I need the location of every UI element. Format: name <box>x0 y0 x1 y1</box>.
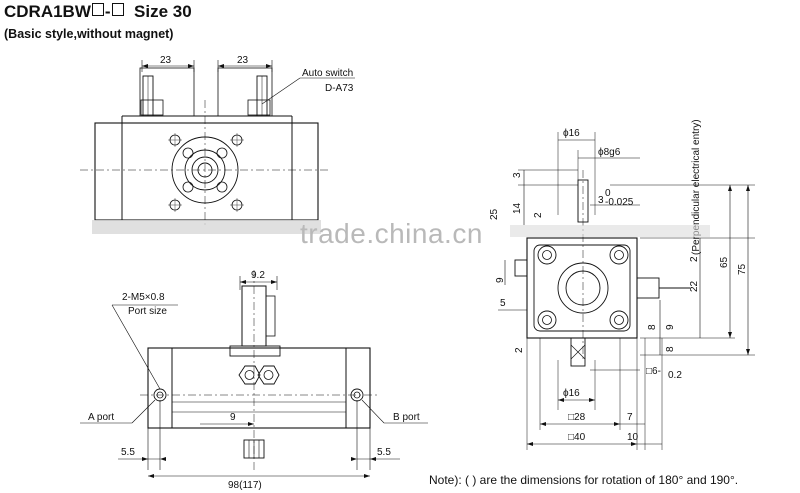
a-port-label: A port <box>88 412 114 423</box>
dim-10: 10 <box>627 432 639 443</box>
auto-switch-label: Auto switch <box>302 68 353 79</box>
dim-75: 75 <box>737 263 748 275</box>
dim-5: 5 <box>500 298 506 309</box>
auto-switch-model: D-A73 <box>325 83 354 94</box>
dim-14: 14 <box>512 202 523 214</box>
footnote: Note): ( ) are the dimensions for rotati… <box>429 473 739 487</box>
dim-right-offset: 5.5 <box>377 447 391 458</box>
dim-2-mid: 2 <box>689 256 700 262</box>
model-size: Size 30 <box>134 2 192 21</box>
dim-65: 65 <box>719 256 730 268</box>
dim-22: 22 <box>689 280 700 292</box>
port-size-thread: 2-M5×0.8 <box>122 292 165 303</box>
dim-3-top: 3 <box>512 172 523 178</box>
dim-9-left: 9 <box>495 277 506 283</box>
page-subtitle: (Basic style,without magnet) <box>4 27 174 41</box>
b-port-label: B port <box>393 412 420 423</box>
dim-9-right: 9 <box>665 324 676 330</box>
port-size-label: Port size <box>128 306 167 317</box>
dim-8-a: 8 <box>647 324 658 330</box>
dim-top-left: 23 <box>160 55 172 66</box>
dim-top-right: 23 <box>237 55 249 66</box>
dim-square-6: □6- <box>646 366 661 377</box>
perpendicular-entry-label: (Perpendicular electrical entry) <box>691 119 702 255</box>
top-view: 23 23 Auto switch D-A73 <box>80 55 355 234</box>
dim-shaft-width: 9.2 <box>251 270 265 281</box>
dim-2-left: 2 <box>514 347 525 353</box>
dim-square-40: □40 <box>568 432 586 443</box>
dim-25: 25 <box>489 208 500 220</box>
watermark: trade.china.cn <box>300 218 483 249</box>
dim-phi16-bottom: ϕ16 <box>563 388 580 399</box>
model-dash: - <box>104 2 111 21</box>
dim-3-tol-upper: 0 <box>605 188 611 199</box>
dim-2-top: 2 <box>533 212 544 218</box>
dim-8-b: 8 <box>665 346 676 352</box>
dim-total-width: 98(117) <box>228 480 262 491</box>
dim-center: 9 <box>230 412 236 423</box>
dim-square-28: □28 <box>568 412 586 423</box>
front-view: 9.2 2-M5×0.8 Port size A port <box>80 270 428 491</box>
dim-phi8g6: ϕ8g6 <box>598 147 621 158</box>
dim-left-offset: 5.5 <box>121 447 135 458</box>
square-symbol <box>111 3 124 16</box>
model-prefix: CDRA1BW <box>4 2 91 21</box>
square-symbol <box>91 3 104 16</box>
side-view: ϕ16 ϕ8g6 3 14 25 2 3 0 -0.025 (Perpendic… <box>489 119 755 450</box>
dim-7: 7 <box>627 412 633 423</box>
dim-phi16-top: ϕ16 <box>563 128 580 139</box>
dim-3-tol: 3 <box>598 195 604 206</box>
dim-3-tol-lower: -0.025 <box>605 197 634 208</box>
dim-square-6-tol: 0.2 <box>668 370 682 381</box>
page-title: CDRA1BW- Size 30 <box>4 2 192 22</box>
